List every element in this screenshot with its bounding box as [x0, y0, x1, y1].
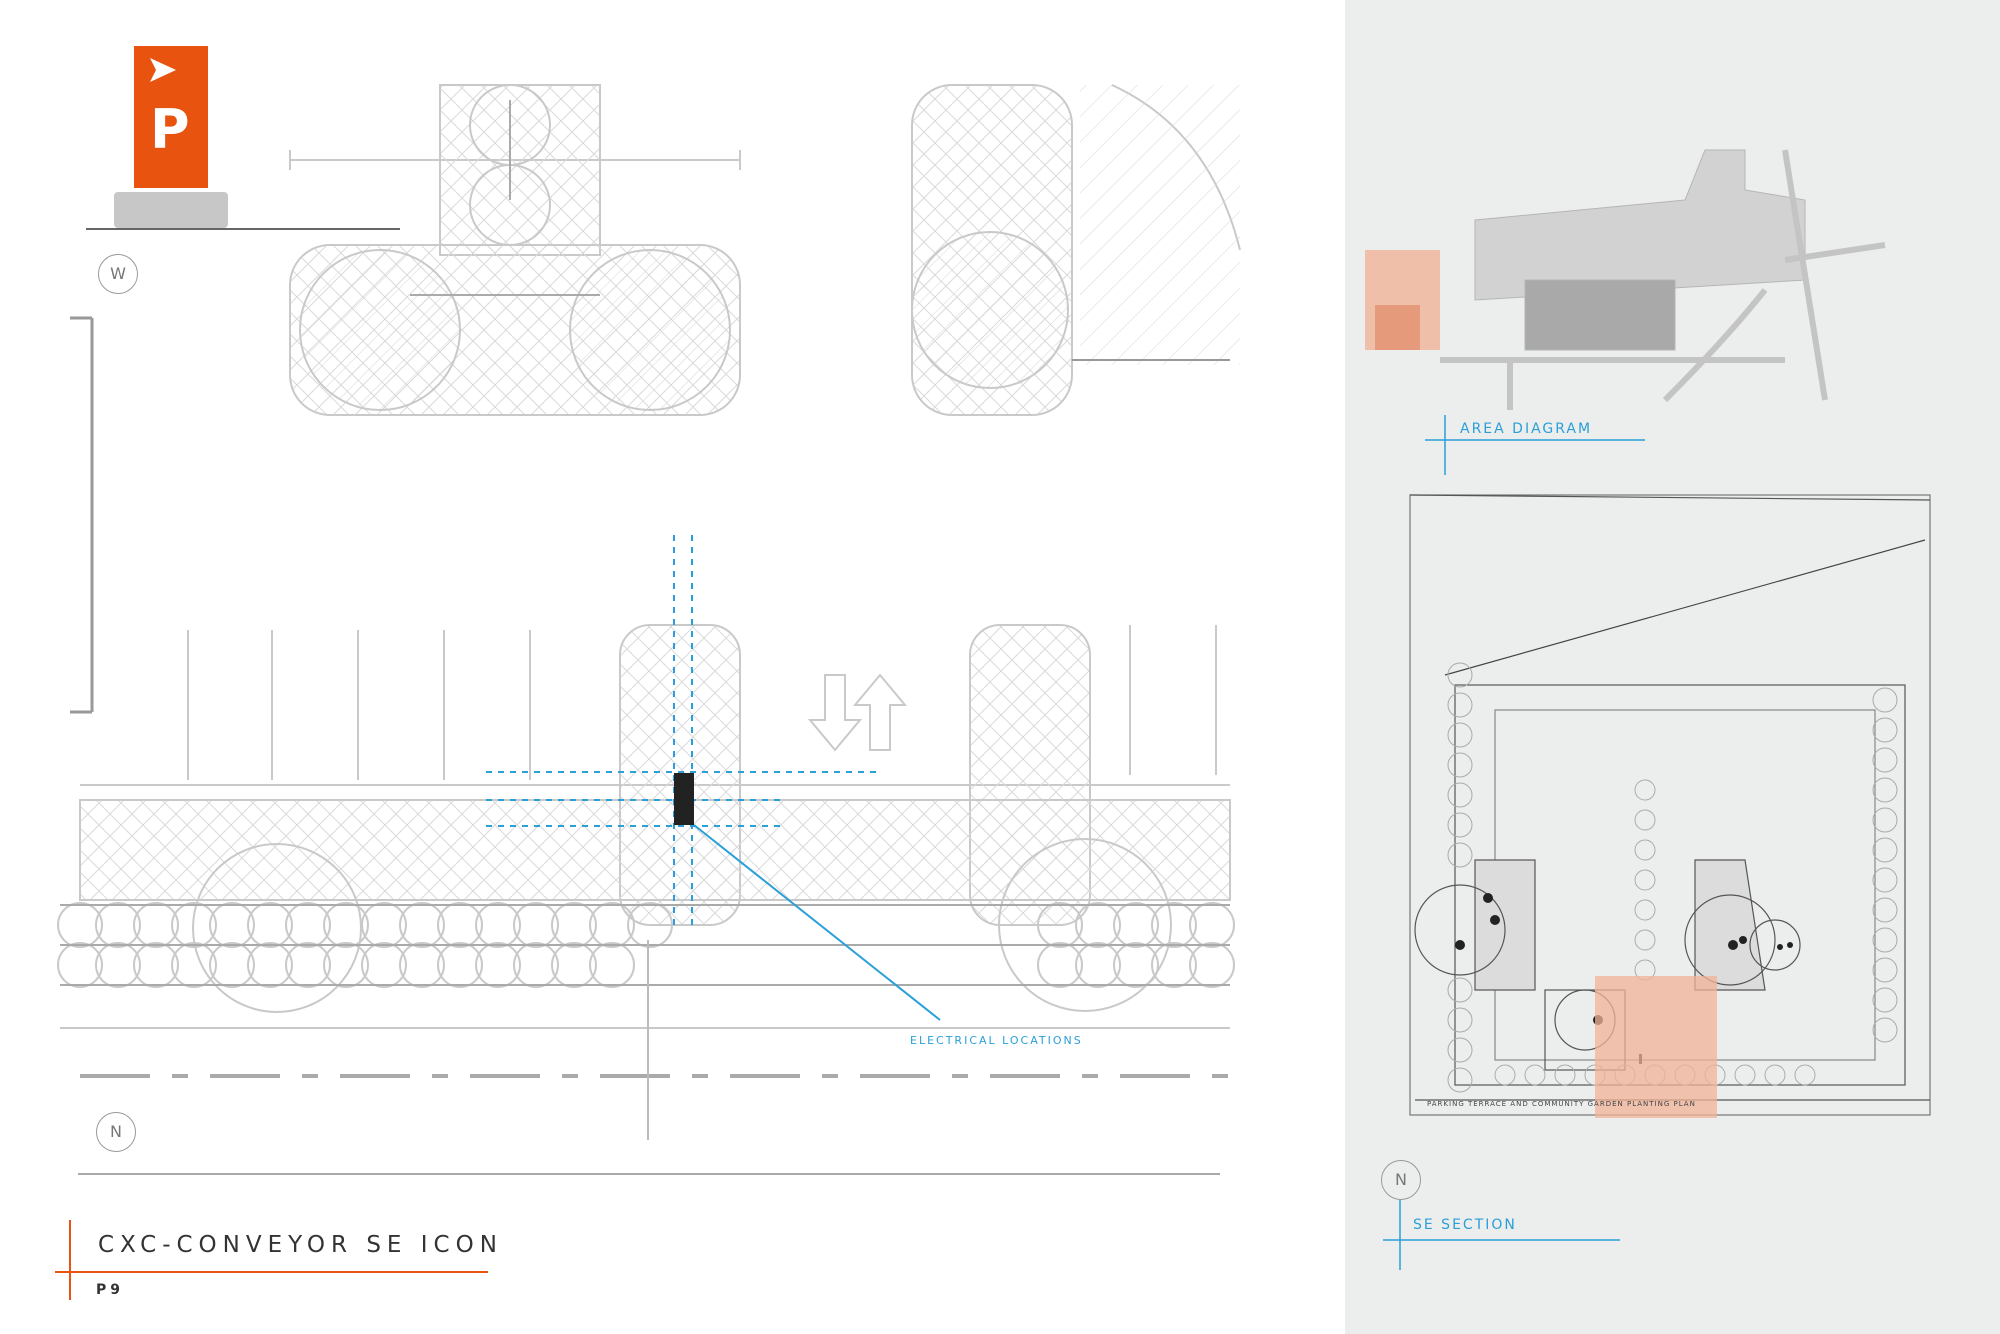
se-plan-caption: PARKING TERRACE AND COMMUNITY GARDEN PLA…	[1427, 1100, 1696, 1108]
svg-text:P: P	[150, 98, 190, 161]
se-plan-highlight	[1595, 976, 1717, 1118]
electrical-location-marker	[486, 535, 941, 1021]
se-plan-tree-rows	[1447, 662, 1898, 1093]
title-block-rules	[55, 1220, 488, 1300]
left-wall	[70, 316, 94, 714]
area-buildings	[1474, 149, 1806, 351]
sheet-title: CXC-CONVEYOR SE ICON	[98, 1232, 503, 1258]
sheet-code: P9	[96, 1282, 125, 1298]
traffic-arrows	[807, 673, 908, 752]
tree-row	[57, 838, 1235, 1029]
north-arrow-top: W	[98, 254, 138, 294]
site-plan-drawing: P	[55, 46, 1241, 1300]
area-roads	[1440, 149, 1886, 410]
electrical-locations-callout: ELECTRICAL LOCATIONS	[910, 1034, 1083, 1047]
se-section-north-arrow: N	[1381, 1160, 1421, 1200]
main-drawing-area: P	[55, 46, 1241, 1300]
planter-islands	[79, 624, 1231, 926]
se-section-north-label: N	[1395, 1170, 1407, 1189]
north-arrow-top-label: W	[110, 264, 126, 283]
se-section-label: SE SECTION	[1413, 1217, 1517, 1233]
area-highlight-core	[1375, 305, 1420, 350]
area-diagram-map	[1365, 149, 1931, 1270]
north-arrow-bottom: N	[96, 1112, 136, 1152]
north-arrow-bottom-label: N	[110, 1122, 122, 1141]
top-planting-detail-right	[911, 84, 1241, 416]
top-planting-detail-left	[289, 84, 741, 416]
area-diagram-label: AREA DIAGRAM	[1460, 421, 1593, 437]
side-panel: AREA DIAGRAM PARKING TERRACE AND COMMUNI…	[1345, 0, 2000, 1334]
parking-sign-icon: P	[86, 46, 400, 230]
